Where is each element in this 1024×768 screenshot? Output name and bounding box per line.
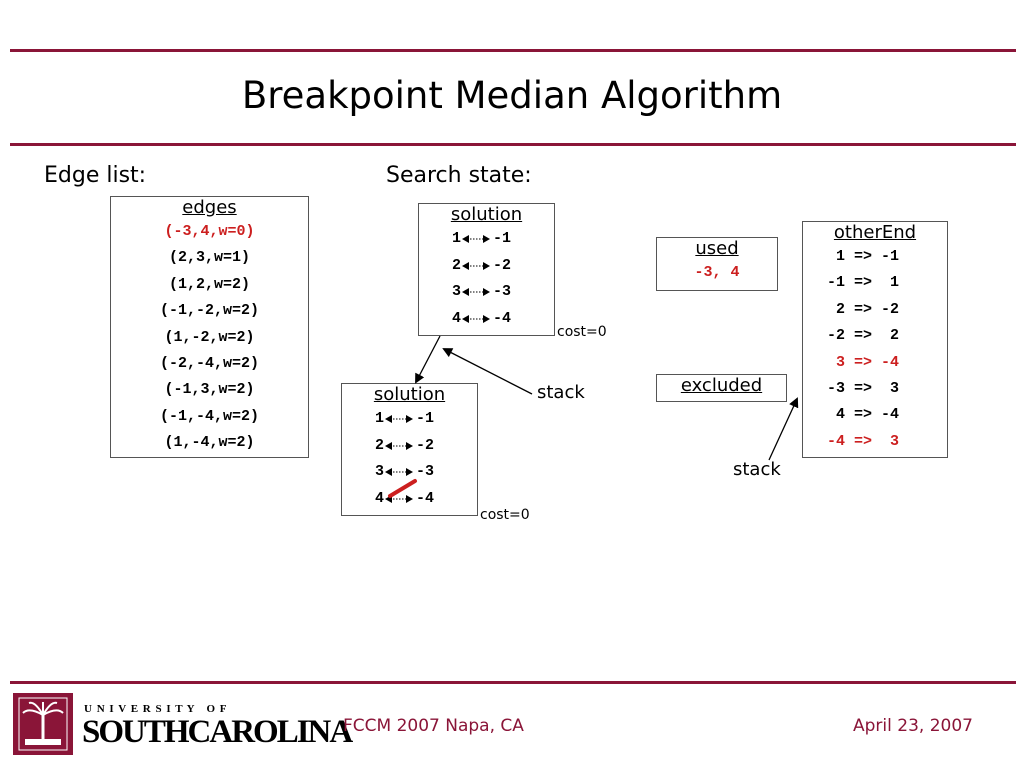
solution-top-cost: cost=0: [557, 324, 607, 340]
footer-event: FCCM 2007 Napa, CA: [343, 716, 524, 736]
double-arrow-icon: [385, 415, 413, 423]
stack-label-excluded: stack: [733, 459, 781, 480]
university-logo: [13, 693, 73, 755]
other-end-row: -3 => 3: [827, 379, 900, 397]
solution-row: 3 -3: [419, 279, 554, 306]
edge-item: (-2,-4,w=2): [159, 354, 260, 372]
double-arrow-icon: [462, 235, 490, 243]
double-arrow-icon: [385, 468, 413, 476]
footer-date: April 23, 2007: [853, 716, 973, 736]
solution-right-value: -3: [493, 283, 512, 300]
edge-item: (-3,4,w=0): [164, 223, 255, 240]
edge-item: (1,-4,w=2): [164, 434, 255, 452]
solution-left-value: 2: [451, 256, 461, 274]
solution-top-rows: 1 -1 2 -2 3 -3 4 -4: [419, 226, 554, 332]
solution-right-value: -2: [493, 256, 512, 274]
used-value: -3, 4: [694, 264, 740, 281]
solution-right-value: -4: [493, 309, 512, 327]
edge-item: (1,2,w=2): [168, 275, 250, 293]
university-name: SOUTHCAROLINA: [82, 714, 353, 750]
double-arrow-icon: [462, 288, 490, 296]
footer-rule: [10, 681, 1016, 684]
double-arrow-icon: [385, 441, 413, 450]
solution-row: 4 -4: [342, 486, 477, 513]
solution-row: 3 -3: [342, 459, 477, 486]
edges-list: (-3,4,w=0) (2,3,w=1) (1,2,w=2) (-1,-2,w=2) (…: [111, 219, 308, 457]
edges-header: edges: [182, 197, 237, 218]
solution-left-value: 4: [374, 489, 384, 507]
edge-item: (-1,-2,w=2): [159, 302, 260, 320]
solution-left-value: 3: [374, 463, 384, 480]
excluded-edge-strike: [388, 479, 417, 498]
other-end-row: -2 => 2: [827, 327, 900, 345]
solution-right-value: -1: [416, 410, 435, 427]
solution-left-value: 1: [451, 230, 461, 247]
edge-item: (2,3,w=1): [168, 249, 250, 267]
solution-left-value: 2: [374, 436, 384, 454]
solution-top-header: solution: [450, 204, 523, 225]
push-arrow: [415, 335, 441, 384]
used-header: used: [695, 238, 739, 259]
palmetto-seal-icon: [18, 697, 68, 751]
other-end-rows: 1 => -1 -1 => 1 2 => -2 -2 => 2 3 => -4 -3 …: [803, 244, 947, 455]
search-state-heading: Search state:: [386, 163, 532, 188]
other-end-row: 1 => -1: [827, 248, 900, 265]
slide-title: Breakpoint Median Algorithm: [241, 74, 783, 117]
solution-bottom-box: solution 1 -1 2 -2 3 -3 4 -4: [341, 383, 478, 516]
solution-left-value: 3: [451, 283, 461, 300]
solution-bottom-header: solution: [373, 384, 446, 405]
edges-box: edges (-3,4,w=0) (2,3,w=1) (1,2,w=2) (-1,-2…: [110, 196, 309, 458]
solution-row: 1 -1: [342, 406, 477, 433]
solution-row: 2 -2: [342, 433, 477, 460]
solution-right-value: -3: [416, 463, 435, 480]
other-end-header: otherEnd: [833, 222, 917, 243]
solution-top-box: solution 1 -1 2 -2 3 -3 4 -4: [418, 203, 555, 336]
stack-label-solution: stack: [537, 382, 585, 403]
stack-pointer-arrow-1: [442, 348, 533, 395]
solution-left-value: 4: [451, 309, 461, 327]
solution-row: 4 -4: [419, 306, 554, 333]
used-box: used -3, 4: [656, 237, 778, 291]
top-rule: [10, 49, 1016, 52]
double-arrow-icon: [462, 261, 490, 270]
solution-bottom-rows: 1 -1 2 -2 3 -3 4 -4: [342, 406, 477, 512]
solution-row: 2 -2: [419, 253, 554, 280]
other-end-row: -1 => 1: [827, 274, 900, 292]
edge-list-heading: Edge list:: [44, 163, 147, 188]
excluded-box: excluded: [656, 374, 787, 402]
university-top-text: U N I V E R S I T Y O F: [84, 703, 228, 715]
stack-pointer-arrow-2: [768, 397, 799, 461]
solution-right-value: -2: [416, 436, 435, 454]
other-end-row: 4 => -4: [827, 406, 900, 424]
other-end-row: -4 => 3: [827, 432, 900, 450]
solution-left-value: 1: [374, 410, 384, 427]
solution-bottom-cost: cost=0: [480, 507, 530, 523]
solution-right-value: -1: [493, 230, 512, 247]
other-end-box: otherEnd 1 => -1 -1 => 1 2 => -2 -2 => 2 3…: [802, 221, 948, 458]
excluded-header: excluded: [680, 375, 763, 396]
solution-right-value: -4: [416, 489, 435, 507]
double-arrow-icon: [462, 314, 490, 323]
solution-row: 1 -1: [419, 226, 554, 253]
edge-item: (-1,3,w=2): [164, 381, 255, 399]
other-end-row: 3 => -4: [827, 353, 900, 371]
title-rule: [10, 143, 1016, 146]
edge-item: (1,-2,w=2): [164, 328, 255, 346]
edge-item: (-1,-4,w=2): [159, 407, 260, 425]
other-end-row: 2 => -2: [827, 300, 900, 318]
